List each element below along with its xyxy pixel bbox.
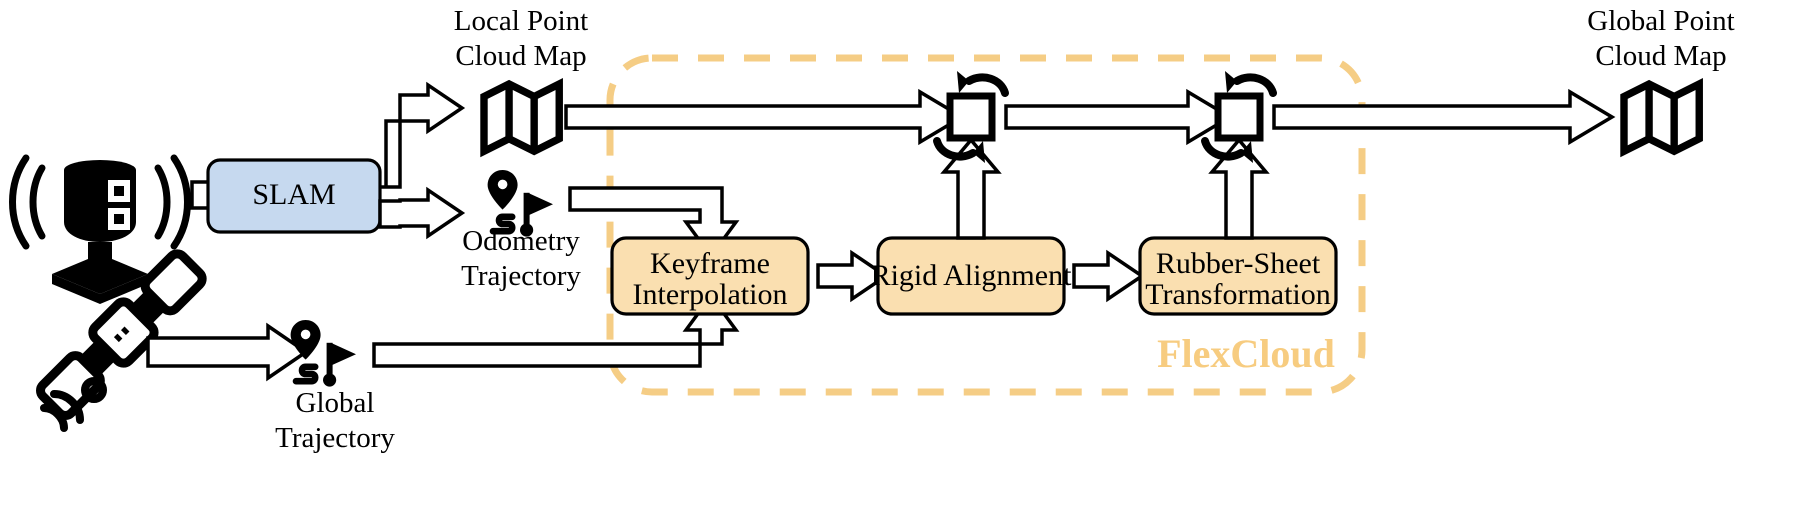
route-trajectory-icon-global: [291, 320, 356, 387]
global-trajectory-caption-line2: Trajectory: [275, 422, 395, 454]
keyframe-interpolation-label-line2: Interpolation: [633, 278, 788, 311]
lidar-sensor-icon: [13, 158, 188, 304]
rigid-alignment-label: Rigid Alignment: [871, 259, 1073, 292]
flexcloud-brand-label: FlexCloud: [1157, 331, 1335, 376]
keyframe-interpolation-label-line1: Keyframe: [650, 247, 770, 280]
odometry-caption-line2: Trajectory: [461, 260, 581, 292]
global-trajectory-caption-line1: Global: [296, 387, 375, 419]
arrow-rigid-alignment-to-transform-1: [940, 137, 1002, 240]
folded-map-icon-global: [1624, 84, 1699, 151]
arrow-rubber-sheet-to-transform-2: [1208, 137, 1270, 240]
flexcloud-group-boundary: [606, 54, 1366, 396]
arrow-keyframe-to-rigid-alignment: [816, 249, 890, 303]
folded-map-icon-local: [484, 84, 559, 151]
local-map-caption-line1: Local Point: [454, 5, 589, 37]
arrow-rigid-alignment-to-rubber-sheet: [1072, 249, 1146, 303]
arrow-slam-to-local-map: [380, 81, 466, 189]
arrow-satellite-to-global-trajectory: [146, 322, 310, 382]
local-map-caption-line2: Cloud Map: [455, 40, 586, 72]
arrow-local-map-to-transform-1: [564, 88, 966, 146]
rubber-sheet-label-line1: Rubber-Sheet: [1156, 247, 1321, 280]
arrow-slam-to-odometry: [378, 186, 466, 240]
arrow-transform-1-to-transform-2: [1004, 88, 1234, 146]
global-map-caption-line1: Global Point: [1587, 5, 1734, 37]
global-map-caption-line2: Cloud Map: [1595, 40, 1726, 72]
rubber-sheet-label-line2: Transformation: [1145, 278, 1331, 311]
slam-box: [206, 158, 382, 234]
keyframe-interpolation-box: [610, 236, 810, 316]
slam-label: SLAM: [252, 178, 335, 211]
arrow-transform-2-to-global-map: [1272, 88, 1616, 146]
odometry-caption-line1: Odometry: [462, 225, 580, 257]
